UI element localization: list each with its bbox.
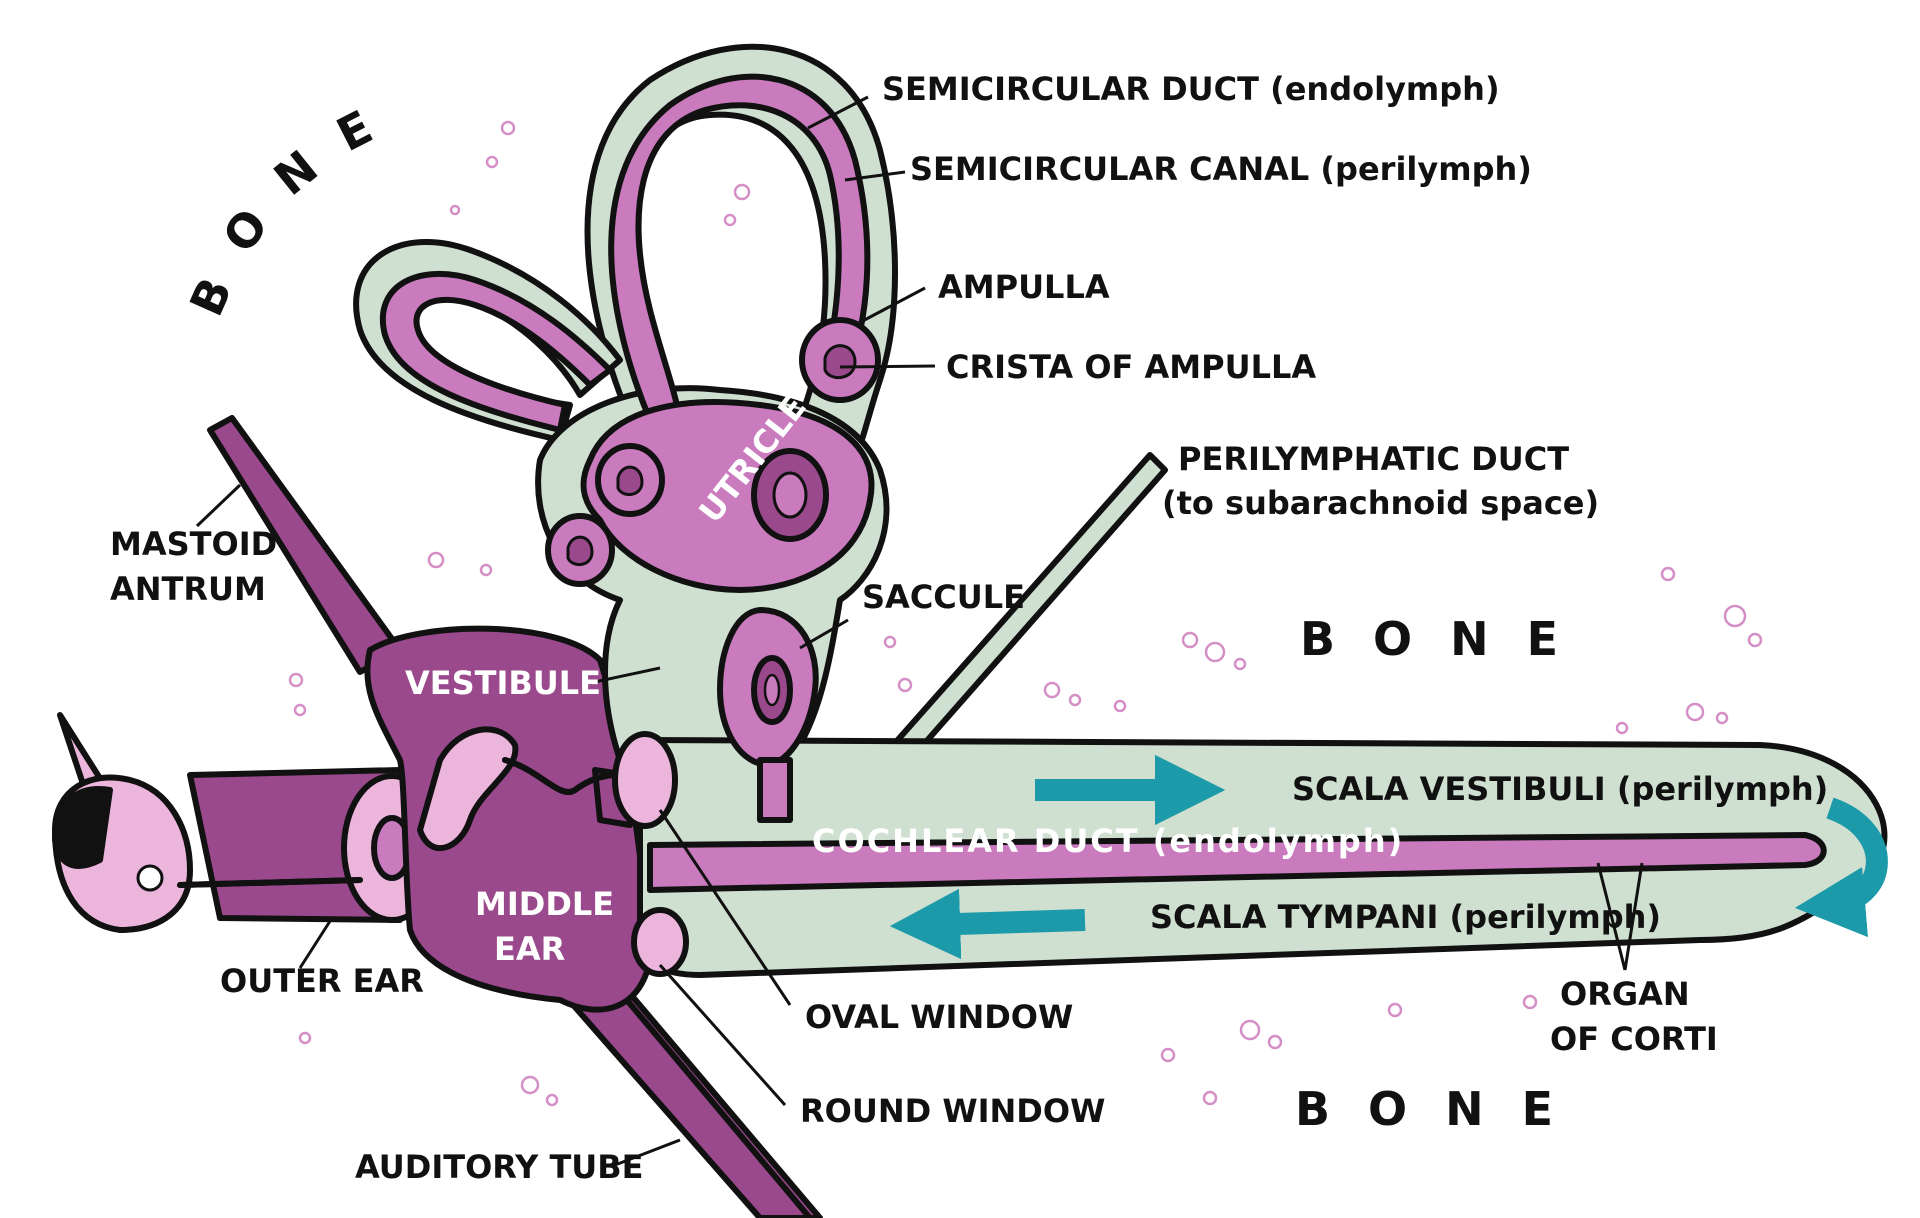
oval-window-shape: [612, 731, 678, 829]
round-window-shape: [631, 907, 689, 977]
label-perilymphatic-duct-1: PERILYMPHATIC DUCT: [1178, 440, 1569, 478]
label-oval-window: OVAL WINDOW: [805, 998, 1073, 1036]
label-saccule: SACCULE: [862, 578, 1025, 616]
label-middle-ear-1: MIDDLE: [475, 885, 614, 923]
labels: SEMICIRCULAR DUCT (endolymph) SEMICIRCUL…: [110, 70, 1828, 1186]
bone-speckles: [288, 120, 1763, 1107]
label-cochlear-duct: COCHLEAR DUCT (endolymph): [812, 822, 1404, 860]
label-middle-ear-2: EAR: [494, 930, 565, 968]
leader-lines: [195, 95, 1644, 1167]
label-crista-of-ampulla: CRISTA OF AMPULLA: [946, 348, 1316, 386]
label-organ-of-corti-1: ORGAN: [1560, 975, 1690, 1013]
flow-arrows: [889, 754, 1888, 960]
label-vestibule: VESTIBULE: [405, 664, 601, 702]
label-semicircular-canal: SEMICIRCULAR CANAL (perilymph): [910, 150, 1532, 188]
label-round-window: ROUND WINDOW: [800, 1092, 1105, 1130]
label-semicircular-duct: SEMICIRCULAR DUCT (endolymph): [882, 70, 1500, 108]
bone-label-middle: BONE: [1300, 612, 1596, 666]
label-outer-ear: OUTER EAR: [220, 962, 424, 1000]
label-perilymphatic-duct-2: (to subarachnoid space): [1162, 484, 1599, 522]
membranous-labyrinth-endolymph: [380, 73, 1827, 893]
arrow-scala-tympani: [889, 888, 1086, 960]
label-ampulla: AMPULLA: [938, 268, 1110, 306]
label-organ-of-corti-2: OF CORTI: [1550, 1020, 1718, 1058]
label-mastoid-antrum-1: MASTOID: [110, 525, 277, 563]
middle-ear-cavity: [364, 625, 653, 1013]
label-scala-vestibuli: SCALA VESTIBULI (perilymph): [1292, 770, 1828, 808]
label-scala-tympani: SCALA TYMPANI (perilymph): [1150, 898, 1661, 936]
bone-label-bottom: BONE: [1295, 1082, 1591, 1136]
windows: [612, 731, 689, 977]
label-auditory-tube: AUDITORY TUBE: [355, 1148, 644, 1186]
label-mastoid-antrum-2: ANTRUM: [110, 570, 266, 608]
party-horn-character: [52, 712, 363, 933]
arrow-helicotrema: [1794, 797, 1888, 938]
